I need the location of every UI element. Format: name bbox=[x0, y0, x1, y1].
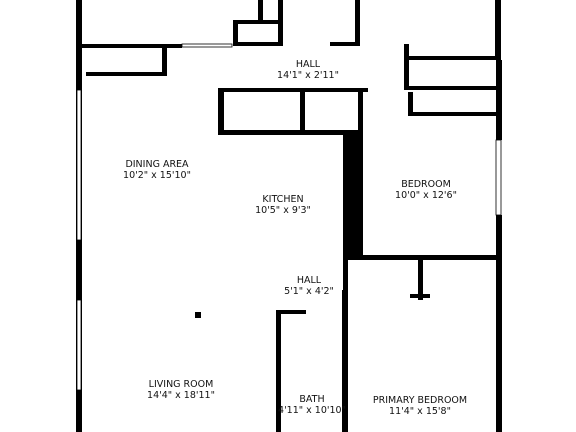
bath-name: BATH bbox=[299, 394, 324, 405]
wall-entry-base bbox=[233, 42, 283, 46]
kitchen-divider-2 bbox=[358, 88, 363, 130]
primary-closet-wall bbox=[418, 260, 423, 300]
bedroom-closet-wall bbox=[343, 130, 363, 260]
wall-hall-right-bottom bbox=[404, 86, 499, 90]
bedroom-bottom-wall bbox=[360, 255, 500, 260]
window-east-bedroom bbox=[495, 139, 502, 216]
closet-wall-bottom bbox=[86, 72, 166, 76]
wall-top-middle-base bbox=[330, 42, 360, 46]
hall-top-name: HALL bbox=[296, 59, 321, 70]
kitchen-name: KITCHEN bbox=[262, 194, 303, 205]
primary-bedroom-name: PRIMARY BEDROOM bbox=[373, 395, 467, 406]
window-hall-top bbox=[181, 43, 233, 48]
bedroom-top-wall bbox=[408, 112, 500, 116]
wall-hall-right bbox=[404, 44, 409, 90]
window-west-lower bbox=[76, 299, 82, 391]
primary-bedroom-dims: 11'4" x 15'8" bbox=[389, 406, 451, 417]
hall-top-dims: 14'1" x 2'11" bbox=[277, 70, 339, 81]
bath-dims: 4'11" x 10'10" bbox=[278, 405, 346, 416]
kitchen-counter-line bbox=[218, 130, 348, 135]
dining-dims: 10'2" x 15'10" bbox=[123, 170, 191, 181]
room-labels: HALL 14'1" x 2'11" DINING AREA 10'2" x 1… bbox=[123, 59, 467, 417]
kitchen-divider-1 bbox=[300, 88, 305, 132]
kitchen-wall-top bbox=[218, 88, 368, 92]
wall-entry-left bbox=[233, 20, 238, 46]
hall-small-east-wall bbox=[343, 260, 348, 300]
primary-closet-base bbox=[410, 294, 430, 298]
kitchen-dims: 10'5" x 9'3" bbox=[255, 205, 311, 216]
closet-wall bbox=[162, 44, 167, 76]
bath-west-wall bbox=[276, 310, 281, 432]
wall-top-middle bbox=[355, 0, 360, 46]
hall-small-name: HALL bbox=[297, 275, 322, 286]
bedroom-door-jamb bbox=[408, 92, 413, 116]
wall-entry-right bbox=[278, 0, 283, 46]
dining-name: DINING AREA bbox=[125, 159, 189, 170]
bedroom-name: BEDROOM bbox=[401, 179, 451, 190]
living-name: LIVING ROOM bbox=[149, 379, 214, 390]
wall-entry-post bbox=[258, 0, 263, 24]
walls bbox=[76, 0, 502, 432]
window-west-upper bbox=[76, 89, 82, 241]
bath-east-wall bbox=[342, 290, 348, 432]
bath-top-wall-left bbox=[276, 310, 306, 314]
bedroom-east-wall-upper bbox=[496, 60, 502, 140]
wall-top-right bbox=[495, 0, 501, 60]
windows bbox=[76, 43, 502, 391]
hall-small-dims: 5'1" x 4'2" bbox=[284, 286, 334, 297]
bedroom-dims: 10'0" x 12'6" bbox=[395, 190, 457, 201]
column-marker bbox=[195, 312, 201, 318]
kitchen-wall-left bbox=[218, 88, 224, 134]
wall-hall-right-top bbox=[404, 56, 499, 60]
wall-top-left bbox=[82, 44, 182, 48]
bedroom-east-wall-lower bbox=[496, 215, 502, 432]
living-dims: 14'4" x 18'11" bbox=[147, 390, 215, 401]
